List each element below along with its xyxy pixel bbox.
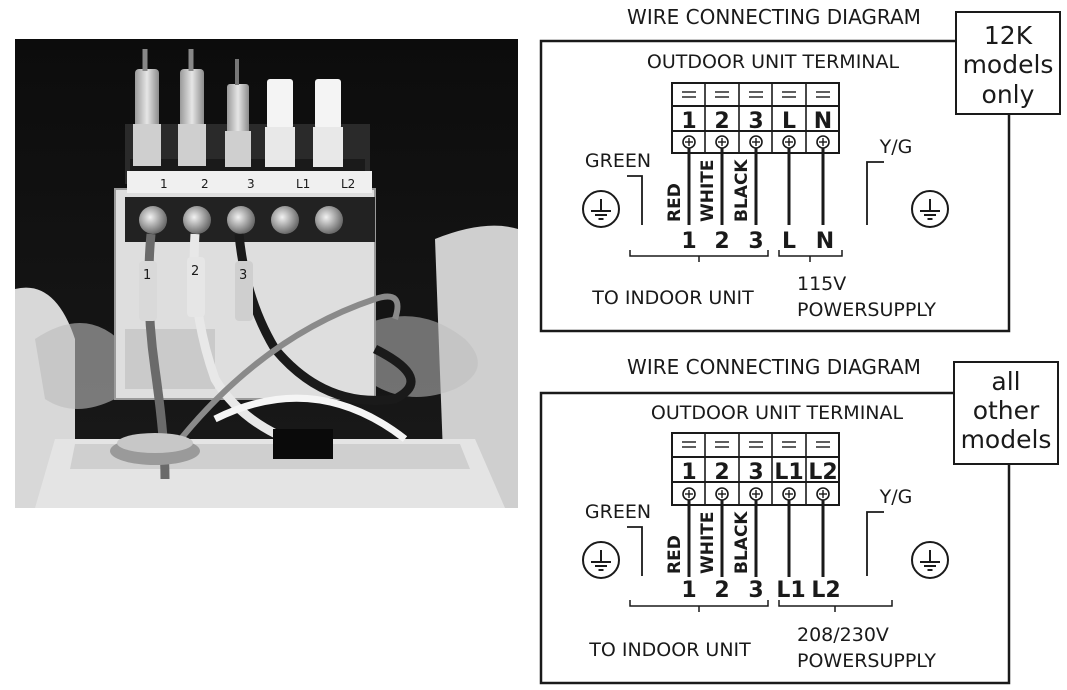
terminal-title: OUTDOOR UNIT TERMINAL [651, 402, 904, 424]
wires [687, 148, 825, 225]
ground-left-label: GREEN [585, 501, 651, 523]
indoor-label: TO INDOOR UNIT [588, 639, 751, 661]
power-label: POWERSUPPLY [797, 650, 936, 672]
indoor-brace [629, 250, 769, 262]
bottom-label-2: 2 [714, 578, 729, 603]
terminal-l: L [782, 109, 796, 134]
power-label: POWERSUPPLY [797, 299, 936, 321]
bottom-label-2: 2 [714, 229, 729, 254]
bottom-label-1: 1 [681, 578, 696, 603]
terminal-label-1: 1 [160, 177, 168, 191]
ground-right-label: Y/G [879, 136, 913, 158]
power-brace [778, 250, 843, 262]
wire-tags: 1 2 3 [139, 257, 253, 321]
bottom-label-n: N [816, 229, 834, 254]
ground-left-icon [582, 190, 620, 228]
diagram-frame [539, 391, 1011, 685]
terminal-n: N [814, 109, 832, 134]
bottom-label-3: 3 [748, 578, 763, 603]
model-note-box [955, 11, 1061, 115]
terminal-2: 2 [714, 460, 729, 485]
bottom-label-l: L [782, 229, 796, 254]
diagram-frame [539, 39, 1011, 333]
diagram-other-models: WIRE CONNECTING DIAGRAM all other models… [539, 355, 1059, 685]
terminal-label-l1: L1 [296, 177, 310, 191]
wire-tag-2: 2 [191, 264, 199, 279]
model-note-line-3: models [961, 425, 1052, 454]
terminal-block: 1 2 3 L N [671, 82, 840, 154]
terminal-labels: 1 2 3 L1 L2 [160, 177, 355, 191]
wires [687, 500, 825, 577]
terminal-label-2: 2 [201, 177, 209, 191]
wire-color-black: BLACK [732, 511, 752, 574]
model-note-line-3: only [982, 80, 1035, 109]
bottom-label-3: 3 [748, 229, 763, 254]
diagram-12k: WIRE CONNECTING DIAGRAM 12K models only … [539, 5, 1061, 333]
voltage-label: 115V [797, 273, 846, 295]
model-note-line-2: other [973, 396, 1040, 425]
bottom-label-1: 1 [681, 229, 696, 254]
terminal-l1: L1 [774, 460, 803, 485]
ground-left-icon [582, 541, 620, 579]
terminal-3: 3 [748, 109, 763, 134]
diagram-title: WIRE CONNECTING DIAGRAM [627, 355, 921, 379]
terminal-l2: L2 [808, 460, 837, 485]
ground-left-label: GREEN [585, 150, 651, 172]
bottom-label-l1: L1 [776, 578, 805, 603]
ground-right-icon [911, 190, 949, 228]
model-note-line-2: models [963, 50, 1054, 79]
voltage-label: 208/230V [797, 624, 889, 646]
model-note-line-1: all [991, 367, 1020, 396]
ground-right-label: Y/G [879, 486, 913, 508]
terminal-3: 3 [748, 460, 763, 485]
wire-tag-1: 1 [143, 268, 151, 283]
terminal-block-photo: 1 2 3 L1 L2 1 [15, 39, 518, 508]
terminal-1: 1 [681, 109, 696, 134]
indoor-label: TO INDOOR UNIT [591, 287, 754, 309]
terminal-block: 1 2 3 L1 L2 [671, 432, 840, 506]
wire-color-red: RED [665, 535, 685, 574]
wire-color-white: WHITE [698, 511, 718, 574]
spade-connectors [133, 49, 343, 167]
terminal-1: 1 [681, 460, 696, 485]
indoor-brace [629, 600, 769, 612]
wire-color-black: BLACK [732, 159, 752, 222]
power-brace [778, 600, 893, 612]
terminal-2: 2 [714, 109, 729, 134]
model-note-box [953, 361, 1059, 465]
terminal-title: OUTDOOR UNIT TERMINAL [647, 51, 900, 73]
terminal-label-3: 3 [247, 177, 255, 191]
ground-right-icon [911, 541, 949, 579]
terminal-screws [139, 206, 343, 234]
wire-color-red: RED [665, 183, 685, 222]
terminal-label-l2: L2 [341, 177, 355, 191]
wire-tag-3: 3 [239, 268, 247, 283]
wire-color-white: WHITE [698, 159, 718, 222]
bottom-label-l2: L2 [811, 578, 840, 603]
model-note-line-1: 12K [984, 21, 1033, 50]
diagram-title: WIRE CONNECTING DIAGRAM [627, 5, 921, 29]
